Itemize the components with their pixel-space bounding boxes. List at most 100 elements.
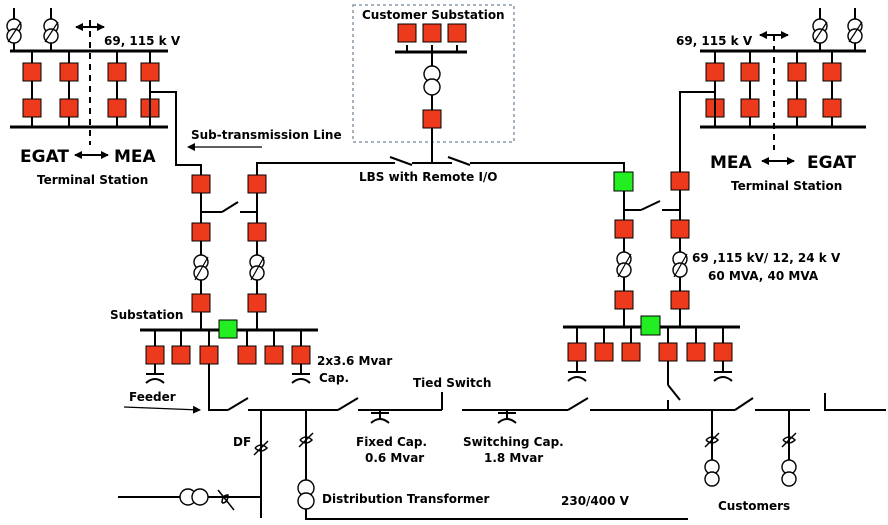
fuse-icon (781, 432, 797, 448)
subtransmission-label: Sub-transmission Line (191, 128, 342, 142)
egat-label-left: EGAT (20, 147, 69, 167)
df-label: DF (233, 435, 251, 449)
customers-label: Customers (718, 499, 790, 513)
left-terminal-station: 69, 115 k V EGAT MEA Terminal Station (6, 8, 181, 187)
breaker (22, 98, 42, 118)
capacitor-icon (567, 361, 587, 382)
transformer-icon (672, 251, 688, 278)
breaker-open (613, 171, 634, 192)
lbs-label: LBS with Remote I/O (359, 170, 498, 184)
capacitor-icon (291, 364, 311, 384)
breaker (247, 293, 267, 313)
capacitor-icon (497, 410, 517, 424)
switching-cap-rating: 1.8 Mvar (484, 451, 543, 465)
transformer-icon (781, 459, 797, 487)
breaker (670, 219, 690, 239)
switching-cap-label: Switching Cap. (463, 435, 564, 449)
substation-label: Substation (110, 308, 183, 322)
breaker (140, 62, 160, 82)
breaker (614, 219, 634, 239)
breaker (191, 293, 211, 313)
breaker (787, 62, 807, 82)
fuse-icon (298, 432, 314, 448)
breaker (264, 345, 284, 365)
customer-substation: Customer Substation (352, 4, 515, 155)
transformer-icon (847, 18, 863, 44)
breaker (658, 342, 678, 362)
transformer-icon (249, 254, 265, 281)
breaker (787, 98, 807, 118)
breaker (59, 62, 79, 82)
voltage-label-right: 69, 115 k V (676, 34, 753, 48)
breaker (670, 290, 690, 310)
mea-label-right: MEA (710, 153, 753, 173)
breaker (199, 345, 219, 365)
mea-label-left: MEA (114, 147, 157, 167)
breaker (247, 174, 267, 194)
transformer-icon (812, 18, 828, 44)
right-terminal-station: 69, 115 k V MEA EGAT Terminal Station (676, 8, 866, 193)
breaker (705, 62, 725, 82)
fixed-cap-label: Fixed Cap. (356, 435, 427, 449)
breaker (397, 23, 417, 43)
breaker (145, 345, 165, 365)
transformer-icon (179, 488, 209, 506)
breaker (740, 62, 760, 82)
cap-rating-label: 2x3.6 Mvar (317, 354, 392, 368)
feeder-label: Feeder (129, 390, 176, 404)
subtransmission-lines: Sub-transmission Line LBS with Remote I/… (149, 91, 716, 184)
breaker (594, 342, 614, 362)
bus-tie-breaker-open (640, 315, 661, 336)
fixed-cap-rating: 0.6 Mvar (365, 451, 424, 465)
transformer-icon (6, 18, 22, 44)
breaker (291, 345, 311, 365)
breaker (191, 222, 211, 242)
breaker (107, 62, 127, 82)
breaker (422, 23, 442, 43)
breaker (740, 98, 760, 118)
mva-label: 60 MVA, 40 MVA (708, 269, 819, 283)
tied-switch-label: Tied Switch (413, 376, 491, 390)
breaker (171, 345, 191, 365)
breaker (247, 222, 267, 242)
xf-rating-label: 69 ,115 kV/ 12, 24 k V (692, 251, 841, 265)
transformer-icon (193, 254, 209, 281)
lv-voltage-label: 230/400 V (561, 494, 630, 508)
breaker (822, 98, 842, 118)
fuse-icon (704, 432, 720, 448)
breaker (422, 109, 442, 129)
transformer-icon (297, 479, 315, 510)
terminal-station-label-right: Terminal Station (731, 179, 842, 193)
distribution-feeders: Tied Switch Feeder DF Fixed Cap. 0.6 Mva… (118, 361, 886, 520)
breaker (59, 98, 79, 118)
distribution-transformer-label: Distribution Transformer (322, 492, 490, 506)
bus-tie-breaker-open (218, 319, 238, 339)
right-substation: 69 ,115 kV/ 12, 24 k V 60 MVA, 40 MVA (563, 171, 841, 382)
breaker (447, 23, 467, 43)
cap-label: Cap. (319, 371, 349, 385)
capacitor-icon (370, 410, 390, 424)
fuse-icon (217, 489, 235, 511)
transformer-icon (704, 459, 720, 487)
capacitor-icon (713, 361, 733, 382)
transformer-icon (423, 65, 441, 96)
breaker (567, 342, 587, 362)
breaker (22, 62, 42, 82)
terminal-station-label-left: Terminal Station (37, 173, 148, 187)
capacitor-icon (145, 364, 165, 384)
breaker (670, 171, 690, 191)
transformer-icon (616, 251, 632, 278)
breaker (713, 342, 733, 362)
breaker (191, 174, 211, 194)
voltage-label-left: 69, 115 k V (104, 34, 181, 48)
fuse-icon (253, 440, 269, 456)
egat-label-right: EGAT (807, 153, 856, 173)
left-substation: Substation 2x3.6 Mvar Cap. (110, 174, 392, 385)
breaker (614, 290, 634, 310)
breaker (237, 345, 257, 365)
breaker (107, 98, 127, 118)
breaker (822, 62, 842, 82)
transformer-icon (43, 18, 59, 44)
